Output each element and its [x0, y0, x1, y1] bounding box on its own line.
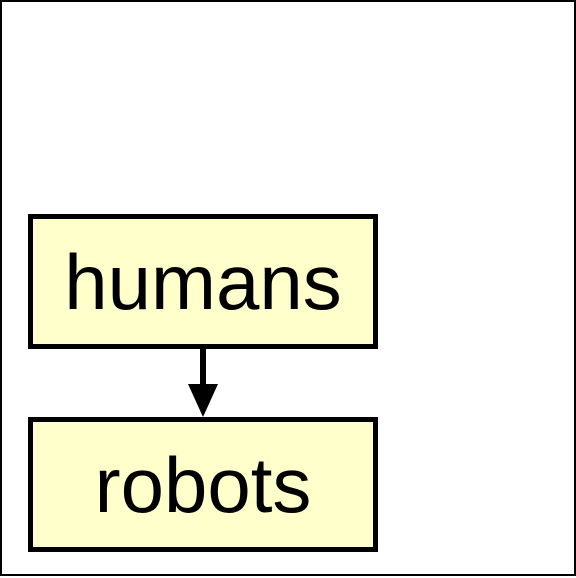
node-humans-label: humans — [64, 237, 342, 326]
arrowhead-icon — [188, 384, 218, 417]
node-humans: humans — [28, 214, 378, 349]
node-robots-label: robots — [94, 440, 312, 529]
node-robots: robots — [28, 417, 378, 552]
